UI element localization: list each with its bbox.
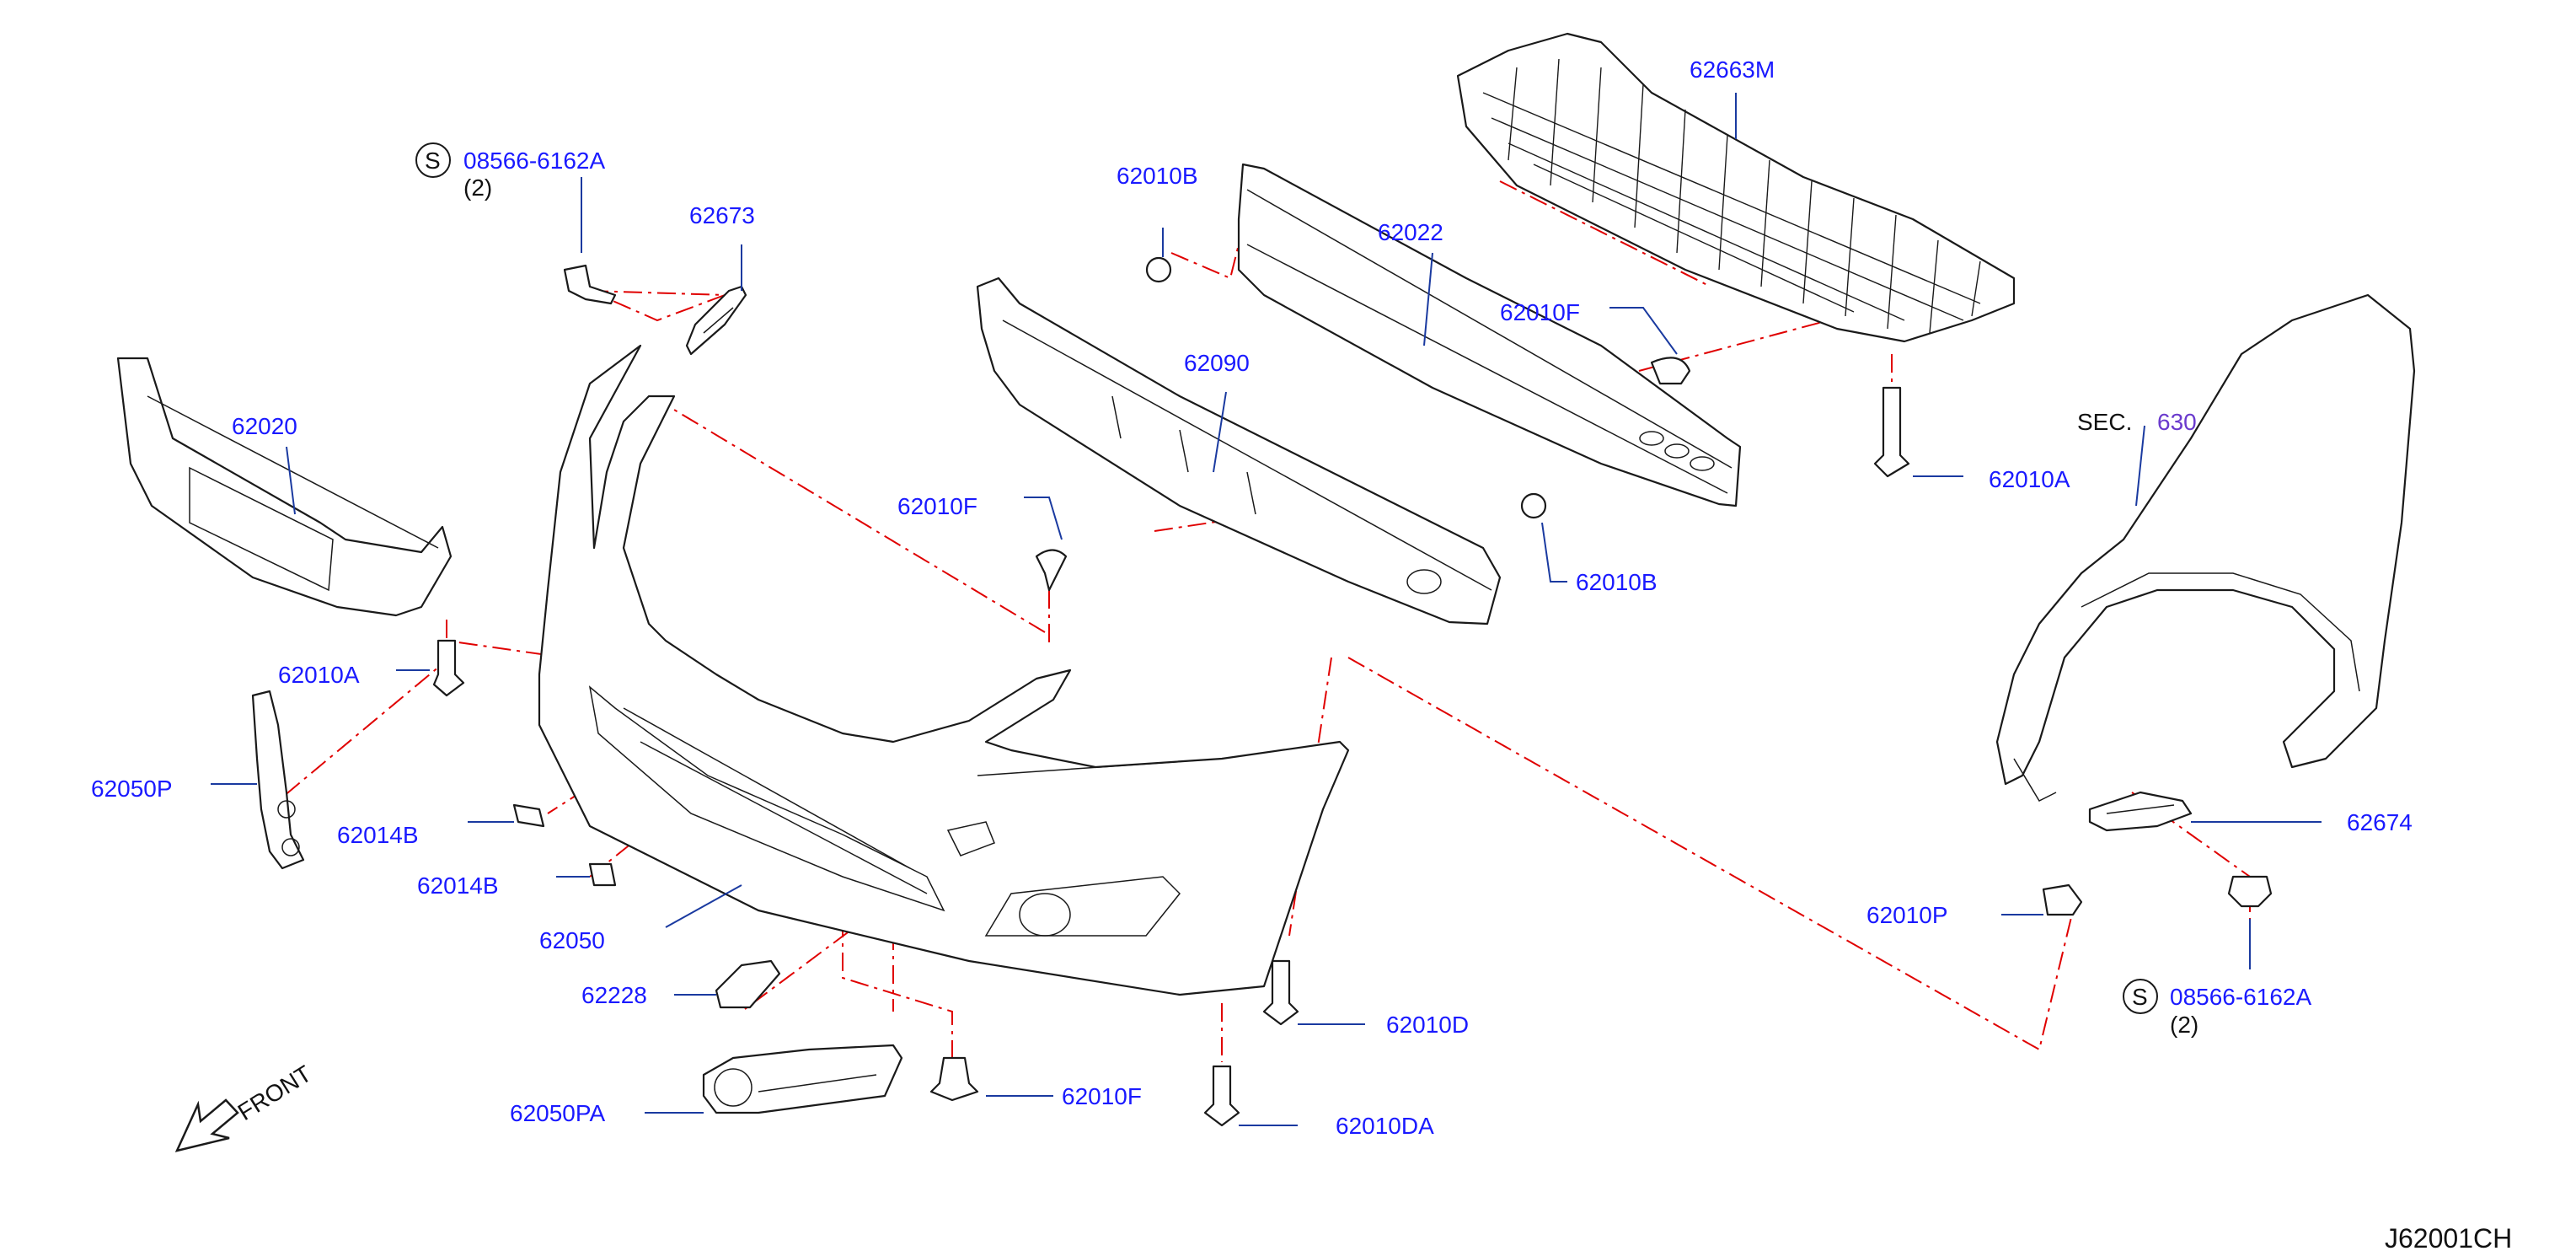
screw-62010a-left-icon <box>432 639 465 697</box>
label-62228[interactable]: 62228 <box>581 982 647 1008</box>
clip-62010f-right-icon <box>1650 357 1691 385</box>
label-sec-630[interactable]: 630 <box>2157 409 2197 435</box>
label-62010f-mid[interactable]: 62010F <box>897 493 977 519</box>
label-diagram-code: J62001CH <box>2385 1223 2512 1251</box>
bolt-left-s-badge <box>415 142 451 178</box>
label-bolt-left-qty: (2) <box>463 174 492 201</box>
part-62022-reinforcement <box>1237 163 1742 507</box>
screw-62010a-right-icon <box>1873 386 1910 478</box>
bolt-08566-left-icon <box>563 264 617 305</box>
label-62010p[interactable]: 62010P <box>1866 902 1948 928</box>
part-62020-license-bracket <box>116 357 453 617</box>
clip-62014b-a-icon <box>512 803 545 828</box>
label-08566-6162a-left[interactable]: 08566-6162A <box>463 148 605 174</box>
label-62010f-bottom[interactable]: 62010F <box>1062 1083 1142 1109</box>
label-62014b-a[interactable]: 62014B <box>337 822 419 848</box>
label-sec-prefix: SEC. <box>2077 409 2132 435</box>
clip-62010b-mid-icon <box>1520 492 1547 519</box>
leader-lines <box>211 93 2322 1126</box>
labels: 62663M 62010B 62022 62010F 62090 62010A … <box>91 56 2512 1251</box>
part-62673-bracket <box>685 285 747 356</box>
clip-62010b-top-icon <box>1145 256 1172 283</box>
bolt-right-s-badge <box>2123 979 2158 1014</box>
label-62050pa[interactable]: 62050PA <box>510 1100 605 1126</box>
part-62228-cap <box>715 959 781 1009</box>
label-62010a-right[interactable]: 62010A <box>1989 466 2070 492</box>
part-62674-bracket <box>2088 791 2193 832</box>
label-62674[interactable]: 62674 <box>2347 809 2413 835</box>
front-arrow-icon <box>174 1098 239 1152</box>
clip-62010p-icon <box>2042 883 2083 916</box>
bolt-08566-right-icon <box>2227 875 2273 908</box>
part-front-bumper-fascia <box>538 344 1350 996</box>
screw-62010da-icon <box>1203 1065 1240 1127</box>
label-front: FRONT <box>233 1060 316 1125</box>
fasteners <box>432 256 2273 1127</box>
label-62022[interactable]: 62022 <box>1378 219 1443 245</box>
label-62050[interactable]: 62050 <box>539 927 605 953</box>
label-62050p[interactable]: 62050P <box>91 776 173 802</box>
label-62010b-mid[interactable]: 62010B <box>1576 569 1658 595</box>
part-62090-energy-absorber <box>976 277 1502 626</box>
screw-62010d-icon <box>1262 959 1299 1026</box>
label-62663m[interactable]: 62663M <box>1690 56 1775 83</box>
part-fender-section-630 <box>1995 293 2416 802</box>
label-62010b-top[interactable]: 62010B <box>1117 163 1198 189</box>
part-62050pa-fog-bezel <box>702 1044 903 1114</box>
label-62010f-right[interactable]: 62010F <box>1500 299 1580 325</box>
label-bolt-right-qty: (2) <box>2170 1012 2198 1038</box>
bolt-right-symbol: S <box>2132 984 2148 1010</box>
bolt-left-symbol: S <box>425 148 441 174</box>
clip-62010f-bottom-icon <box>929 1056 979 1102</box>
label-62090[interactable]: 62090 <box>1184 350 1250 376</box>
part-62663m-under-cover <box>1456 32 2016 343</box>
label-62020[interactable]: 62020 <box>232 413 297 439</box>
label-62673[interactable]: 62673 <box>689 202 755 228</box>
clip-62014b-b-icon <box>588 862 617 887</box>
part-62050p-side-bracket <box>251 690 305 870</box>
label-62010da[interactable]: 62010DA <box>1336 1113 1434 1139</box>
label-62010a-left[interactable]: 62010A <box>278 662 360 688</box>
clip-62010f-mid-icon <box>1035 549 1068 592</box>
front-direction-indicator: FRONT <box>174 1060 316 1152</box>
label-62010d[interactable]: 62010D <box>1386 1012 1469 1038</box>
label-08566-6162a-right[interactable]: 08566-6162A <box>2170 984 2311 1010</box>
label-62014b-b[interactable]: 62014B <box>417 872 499 899</box>
